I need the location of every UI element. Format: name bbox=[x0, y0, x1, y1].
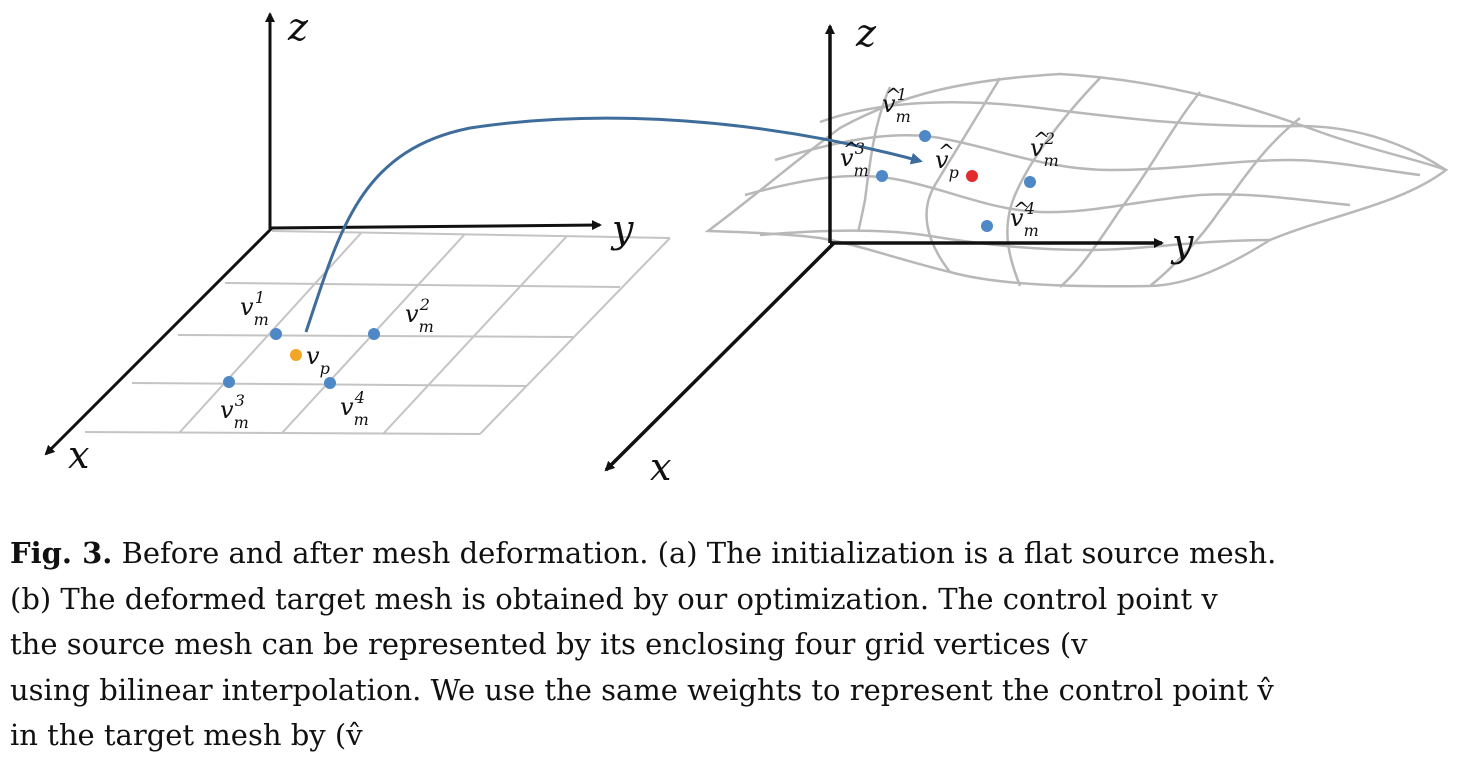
source-x-axis bbox=[44, 226, 274, 456]
target-mesh-col-3 bbox=[1006, 77, 1101, 287]
source-axes bbox=[44, 12, 602, 456]
source-grid-row-2 bbox=[224, 282, 621, 288]
target-label-v4: ^ vm4 bbox=[1010, 197, 1039, 240]
target-vertex-v3 bbox=[876, 170, 888, 182]
mesh-deformation-figure: z y x z y x vm1 vm2 vm3 vm4 vp ^ v bbox=[44, 5, 1449, 489]
target-x-axis bbox=[604, 241, 836, 472]
source-control-point bbox=[290, 349, 302, 361]
source-label-v2: vm2 bbox=[405, 295, 434, 336]
target-label-v3-hat: ^ bbox=[843, 137, 860, 161]
target-label-vp-text: vp bbox=[935, 146, 959, 182]
target-mesh-col-5 bbox=[1149, 117, 1301, 287]
target-vertex-v4 bbox=[981, 220, 993, 232]
target-label-v1-hat: ^ bbox=[885, 83, 902, 107]
source-z-label: z bbox=[287, 5, 309, 49]
target-mesh-row-3 bbox=[744, 174, 1351, 214]
target-mesh-row-2 bbox=[774, 133, 1421, 177]
target-label-v4-text: vm4 bbox=[1010, 199, 1039, 240]
target-mesh-row-4 bbox=[759, 229, 1271, 252]
target-label-v4-hat: ^ bbox=[1013, 197, 1030, 221]
figure-caption: Fig. 3. Before and after mesh deformatio… bbox=[10, 531, 1450, 759]
target-control-point bbox=[966, 170, 978, 182]
source-y-label: y bbox=[610, 207, 634, 251]
source-label-vp: vp bbox=[306, 342, 330, 378]
source-x-label: x bbox=[68, 433, 89, 477]
caption-line-2: (b) The deformed target mesh is obtained… bbox=[10, 581, 1218, 616]
source-vertex-v2 bbox=[368, 328, 380, 340]
target-label-v2: ^ vm2 bbox=[1030, 127, 1059, 170]
source-label-v4: vm4 bbox=[340, 388, 369, 429]
caption-line-5: in the target mesh by (v̂ bbox=[10, 718, 363, 752]
source-label-v1: vm1 bbox=[240, 288, 269, 329]
source-grid-col-3 bbox=[382, 235, 568, 435]
target-axes bbox=[604, 24, 1164, 472]
source-y-axis bbox=[269, 220, 602, 231]
caption-line-1: Fig. 3. Before and after mesh deformatio… bbox=[10, 531, 1450, 577]
mapping-arrow bbox=[304, 116, 923, 333]
caption-line-1-text: Before and after mesh deformation. (a) T… bbox=[112, 536, 1277, 570]
target-label-v1-text: vm1 bbox=[882, 85, 911, 126]
target-label-v3: ^ vm3 bbox=[840, 137, 869, 180]
target-mesh-outline bbox=[704, 72, 1449, 288]
target-mesh-col-4 bbox=[1059, 91, 1201, 288]
target-vertex-v1 bbox=[919, 130, 931, 142]
target-vertex-v2 bbox=[1024, 176, 1036, 188]
target-label-v3-text: vm3 bbox=[840, 139, 869, 180]
caption-line-3: the source mesh can be represented by it… bbox=[10, 627, 1088, 661]
target-label-v2-hat: ^ bbox=[1033, 127, 1050, 151]
target-y-label: y bbox=[1170, 221, 1194, 265]
source-vertex-v3 bbox=[223, 376, 235, 388]
target-label-vp: ^ vp bbox=[935, 139, 959, 182]
source-grid-col-4 bbox=[479, 237, 671, 435]
target-x-label: x bbox=[650, 445, 671, 489]
caption-line-4: using bilinear interpolation. We use the… bbox=[10, 672, 1274, 707]
target-mesh bbox=[704, 72, 1449, 288]
target-z-label: z bbox=[855, 11, 877, 55]
target-label-v1: ^ vm1 bbox=[882, 83, 911, 126]
caption-label: Fig. 3. bbox=[10, 536, 113, 570]
target-mesh-col-1 bbox=[856, 86, 892, 233]
target-mesh-row-1 bbox=[819, 101, 1447, 172]
source-grid-row-1 bbox=[271, 230, 671, 239]
target-label-v2-text: vm2 bbox=[1030, 129, 1059, 170]
source-vertex-v1 bbox=[270, 328, 282, 340]
source-label-v3: vm3 bbox=[220, 391, 249, 432]
source-vertex-v4 bbox=[324, 377, 336, 389]
target-label-vp-hat: ^ bbox=[938, 139, 955, 163]
